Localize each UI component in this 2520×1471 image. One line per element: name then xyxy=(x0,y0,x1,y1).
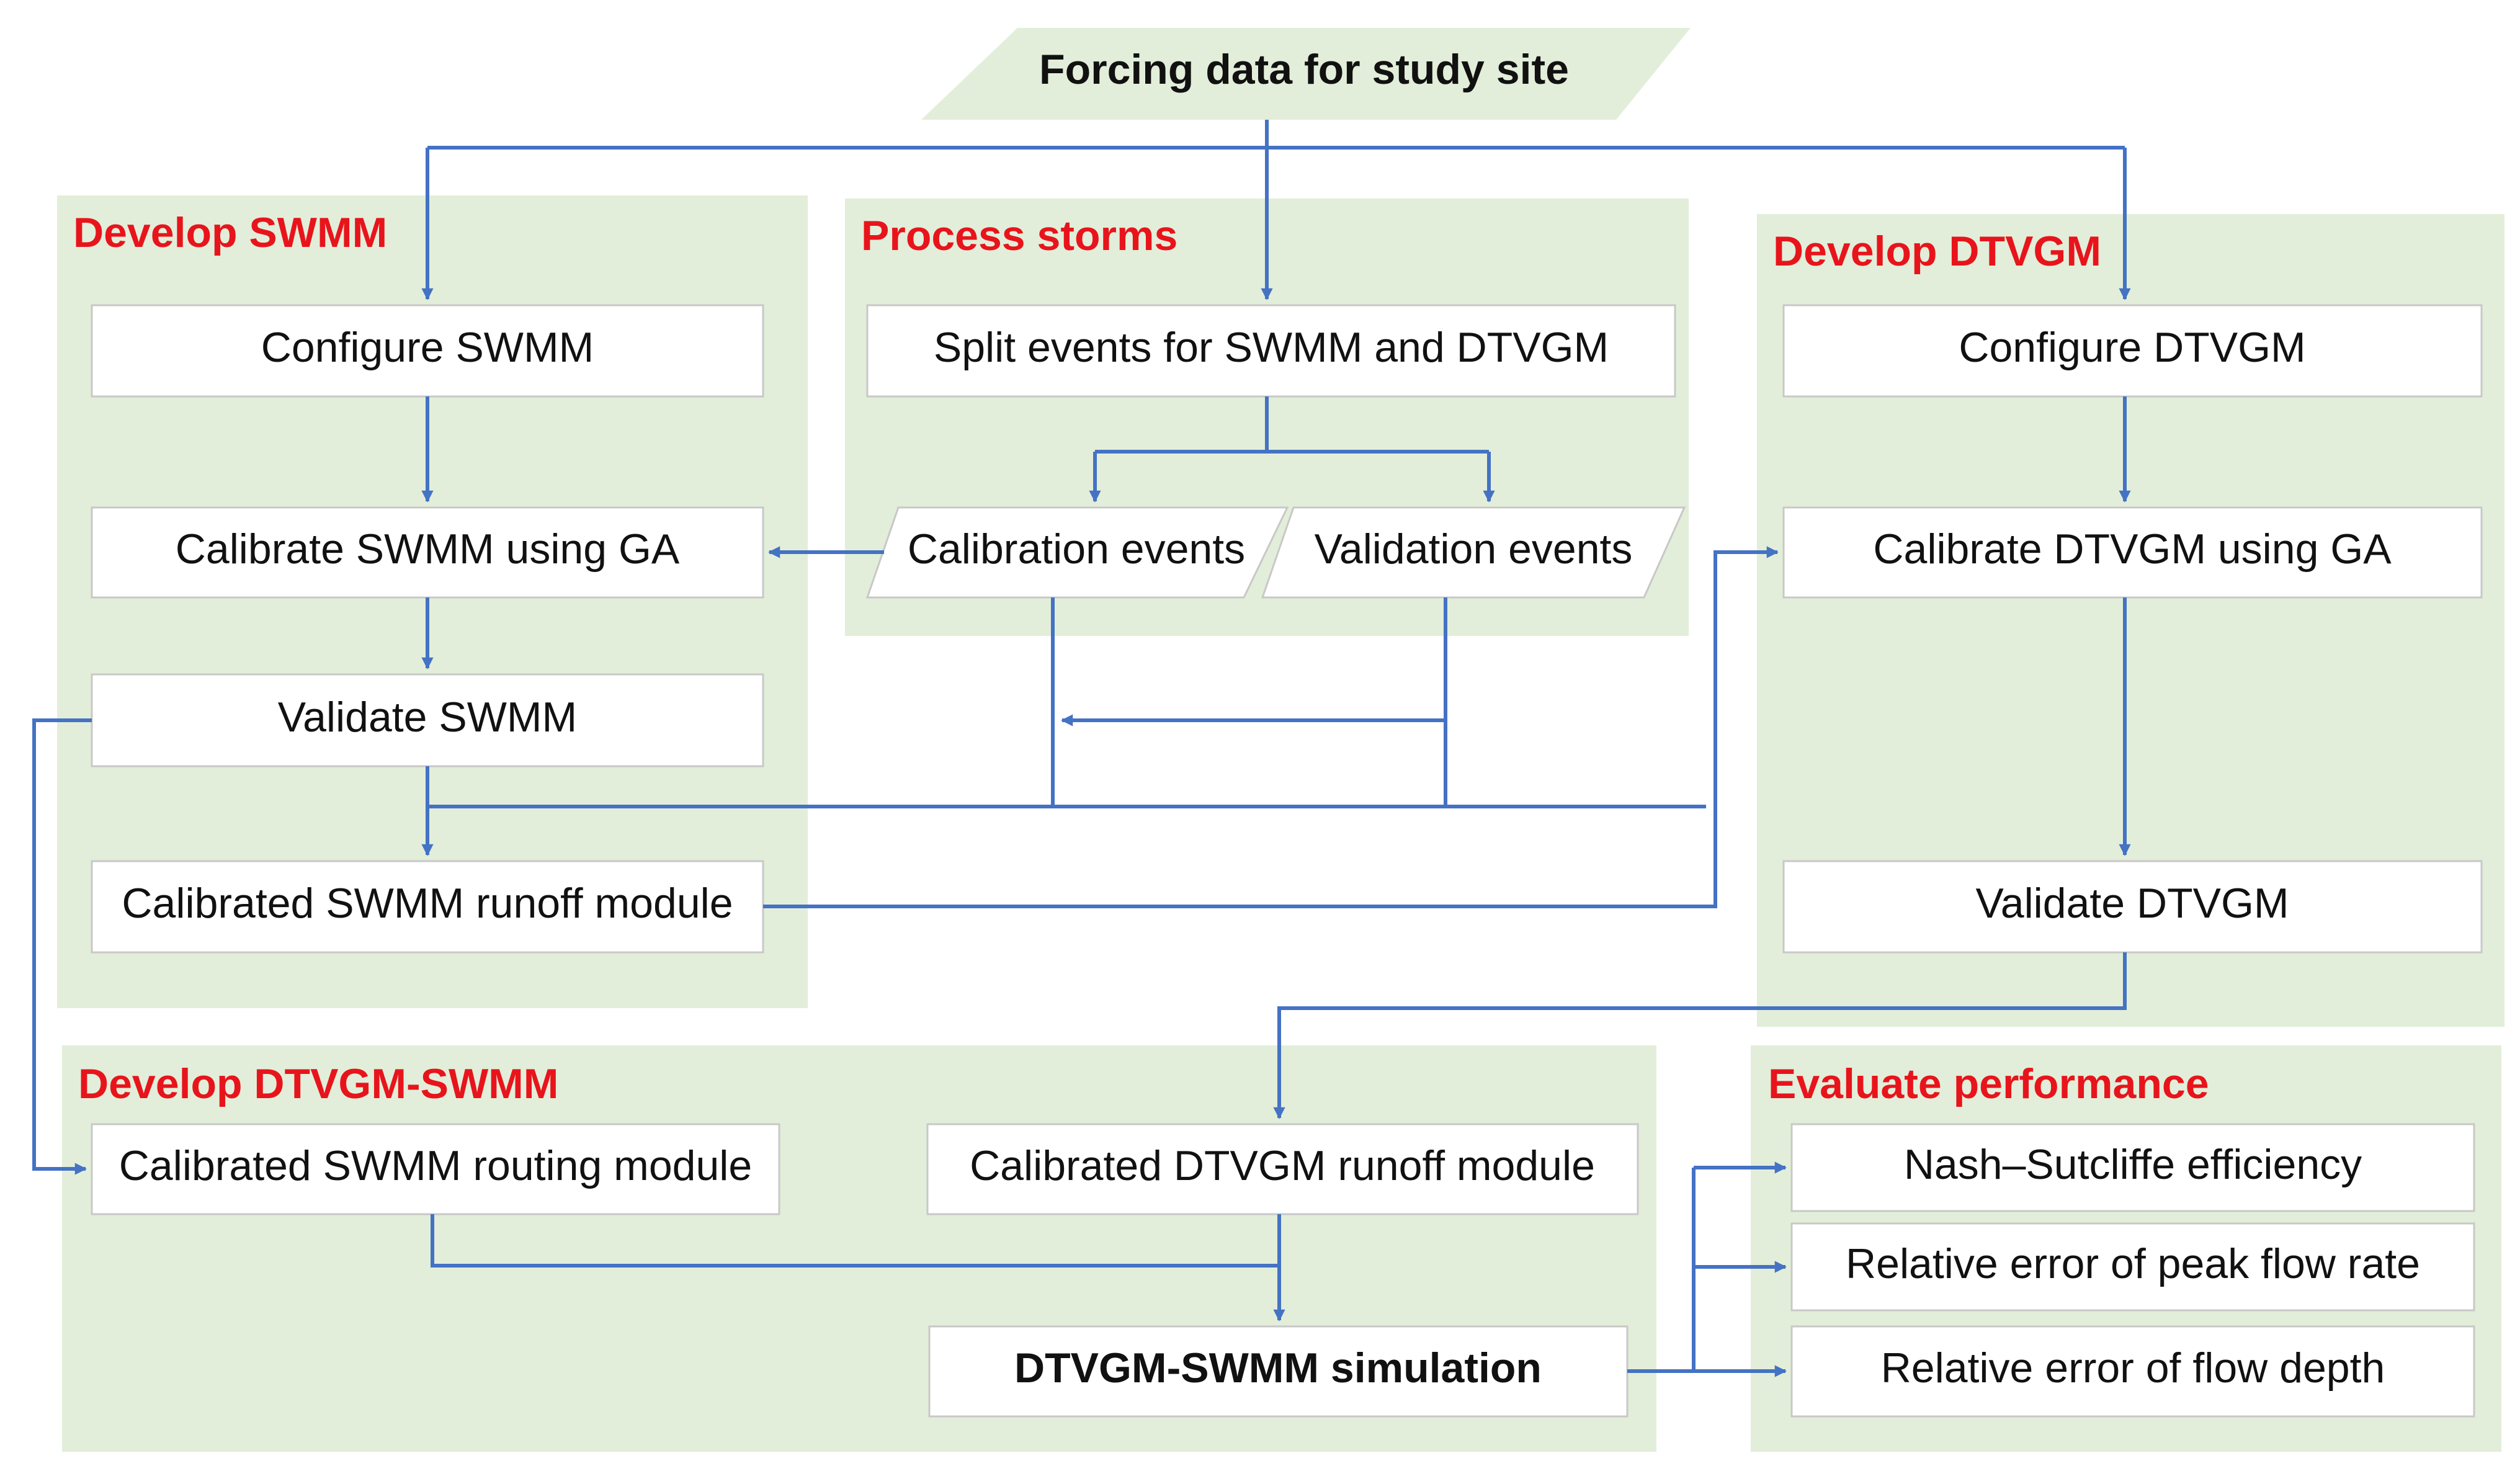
split-events-box xyxy=(866,304,1676,398)
configure-swmm-label: Configure SWMM xyxy=(261,324,594,371)
arrow-validate-swmm-to-routing-module xyxy=(32,718,92,1175)
calibrate-dtvgm-label: Calibrate DTVGM using GA xyxy=(1873,525,2392,573)
dtvgm-swmm-simulation-box xyxy=(928,1325,1629,1418)
arrow-swmm-runoff-to-calibrate-dtvgm xyxy=(763,546,1779,908)
validate-dtvgm-box xyxy=(1782,860,2483,954)
panel-title-develop-dtvgm: Develop DTVGM xyxy=(1773,228,2101,275)
configure-dtvgm-label: Configure DTVGM xyxy=(1959,324,2305,371)
nse-label: Nash–Sutcliffe efficiency xyxy=(1904,1141,2362,1188)
validate-swmm-box xyxy=(91,673,764,767)
calibrated-dtvgm-runoff-label: Calibrated DTVGM runoff module xyxy=(970,1142,1595,1189)
calibrate-swmm-label: Calibrate SWMM using GA xyxy=(176,525,680,573)
peak-error-box xyxy=(1790,1222,2475,1312)
calibrate-dtvgm-box xyxy=(1782,506,2483,599)
calibrated-dtvgm-runoff-box xyxy=(926,1123,1639,1215)
configure-swmm-box xyxy=(91,304,764,398)
nse-box xyxy=(1790,1123,2475,1212)
peak-error-label: Relative error of peak flow rate xyxy=(1846,1240,2420,1287)
depth-error-box xyxy=(1790,1325,2475,1418)
connector-routing-module-down xyxy=(431,1214,1279,1268)
calibrated-swmm-runoff-box xyxy=(91,860,764,954)
calibrate-swmm-box xyxy=(91,506,764,599)
calibrated-swmm-runoff-label: Calibrated SWMM runoff module xyxy=(122,880,733,927)
panel-title-develop-dtvgm-swmm: Develop DTVGM-SWMM xyxy=(78,1060,558,1107)
calibrated-swmm-routing-label: Calibrated SWMM routing module xyxy=(119,1142,752,1189)
forcing-data-label: Forcing data for study site xyxy=(1039,46,1569,93)
calibration-events-label: Calibration events xyxy=(908,525,1245,573)
validation-events-parallelogram xyxy=(1261,506,1686,599)
panel-title-process-storms: Process storms xyxy=(861,212,1177,259)
forcing-data-parallelogram xyxy=(921,28,1691,120)
calibration-events-parallelogram xyxy=(865,506,1289,599)
panel-title-evaluate-performance: Evaluate performance xyxy=(1768,1060,2209,1107)
calibrated-swmm-routing-box xyxy=(91,1123,780,1215)
validate-dtvgm-label: Validate DTVGM xyxy=(1975,880,2289,927)
arrow-validate-dtvgm-to-dtvgm-runoff xyxy=(1273,952,2127,1119)
dtvgm-swmm-simulation-label: DTVGM-SWMM simulation xyxy=(1014,1344,1542,1392)
split-events-label: Split events for SWMM and DTVGM xyxy=(934,324,1609,371)
validation-events-label: Validation events xyxy=(1315,525,1633,573)
configure-dtvgm-box xyxy=(1782,304,2483,398)
validate-swmm-label: Validate SWMM xyxy=(278,694,577,741)
depth-error-label: Relative error of flow depth xyxy=(1881,1344,2385,1392)
panel-title-develop-swmm: Develop SWMM xyxy=(73,209,387,256)
